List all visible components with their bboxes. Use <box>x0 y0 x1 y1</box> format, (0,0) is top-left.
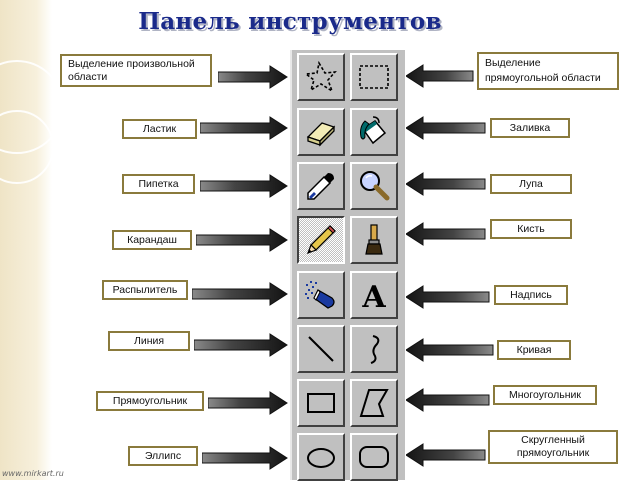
slide-title: Панель инструментов <box>138 8 442 35</box>
tool-eraser[interactable] <box>297 108 345 156</box>
text-tool-icon: A <box>361 280 386 314</box>
arrow-right-icon <box>202 446 288 470</box>
label-magnifier: Лупа <box>490 174 572 194</box>
tool-airbrush[interactable] <box>297 271 345 319</box>
label-ellipse: Эллипс <box>128 446 198 466</box>
label-brush: Кисть <box>490 219 572 239</box>
decorative-left-strip <box>0 0 64 480</box>
arrow-right-icon <box>200 116 288 140</box>
label-line: Линия <box>108 331 190 351</box>
paint-toolbox: A <box>290 50 405 481</box>
tool-pencil[interactable] <box>297 216 345 264</box>
arrow-left-icon <box>406 222 486 246</box>
arrow-left-icon <box>406 64 474 88</box>
airbrush-icon <box>305 281 335 309</box>
eyedropper-icon <box>307 173 334 200</box>
tool-rounded-rect[interactable] <box>350 433 398 481</box>
tool-text[interactable]: A <box>350 271 398 319</box>
tool-rectangle[interactable] <box>297 379 345 427</box>
tool-free-select[interactable] <box>297 53 345 101</box>
label-free-select: Выделение произвольной области <box>60 54 212 87</box>
arrow-left-icon <box>406 116 486 140</box>
tool-rect-select[interactable] <box>350 53 398 101</box>
arrow-left-icon <box>406 443 486 467</box>
arrow-right-icon <box>194 333 288 357</box>
tool-fill[interactable] <box>350 108 398 156</box>
tool-polygon[interactable] <box>350 379 398 427</box>
paint-bucket-icon <box>360 116 387 145</box>
tool-ellipse[interactable] <box>297 433 345 481</box>
label-curve: Кривая <box>497 340 571 360</box>
magnifier-icon <box>360 171 390 201</box>
label-text: Надпись <box>494 285 568 305</box>
label-picker: Пипетка <box>122 174 195 194</box>
arrow-right-icon <box>208 391 288 415</box>
tool-picker[interactable] <box>297 162 345 210</box>
arrow-right-icon <box>192 282 288 306</box>
tool-line[interactable] <box>297 325 345 373</box>
line-icon <box>308 336 334 362</box>
arrow-left-icon <box>406 388 490 412</box>
free-select-icon <box>303 60 337 93</box>
label-pencil: Карандаш <box>112 230 192 250</box>
arrow-left-icon <box>406 338 494 362</box>
polygon-icon <box>359 389 389 417</box>
tool-magnifier[interactable] <box>350 162 398 210</box>
pencil-icon <box>306 225 336 255</box>
label-eraser: Ластик <box>122 119 197 139</box>
label-rectangle: Прямоугольник <box>96 391 204 411</box>
rectangle-icon <box>307 393 335 413</box>
arrow-right-icon <box>196 228 288 252</box>
curve-icon <box>370 335 380 364</box>
rect-select-icon <box>359 65 389 89</box>
tool-curve[interactable] <box>350 325 398 373</box>
brush-icon <box>365 224 383 255</box>
text-tool-glyph: A <box>361 280 386 314</box>
eraser-icon <box>306 122 336 147</box>
label-rounded-rect: Скругленный прямоугольник <box>488 430 618 464</box>
label-airbrush: Распылитель <box>102 280 188 300</box>
tool-brush[interactable] <box>350 216 398 264</box>
arrow-right-icon <box>218 65 288 89</box>
label-rect-select: Выделение прямоугольной области <box>477 52 619 90</box>
arrow-right-icon <box>200 174 288 198</box>
label-polygon: Многоугольник <box>493 385 597 405</box>
arrow-left-icon <box>406 285 490 309</box>
ellipse-icon <box>307 448 335 468</box>
arrow-left-icon <box>406 172 486 196</box>
label-fill: Заливка <box>490 118 570 138</box>
rounded-rectangle-icon <box>359 446 389 468</box>
watermark: www.mirkart.ru <box>2 469 64 478</box>
